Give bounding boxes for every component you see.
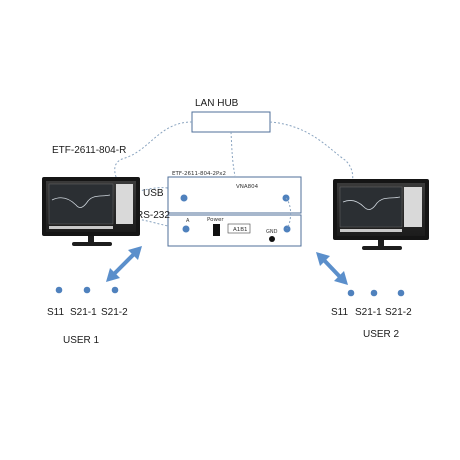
device-top-panel: [167, 176, 302, 214]
display-box: [227, 223, 251, 234]
left-monitor-base: [72, 242, 112, 246]
right-trace: [342, 196, 401, 210]
right-port-label-s21-2: S21-2: [385, 307, 412, 318]
left-monitor: [42, 177, 140, 246]
user-2-label: USER 2: [363, 329, 400, 340]
device-loop-cable: [285, 197, 292, 230]
left-station-title: ETF-2611-804-R: [52, 145, 126, 156]
rs232-label: RS-232: [136, 210, 170, 221]
left-port-dot-s21-1: [83, 286, 91, 294]
device-model-label: ETF-2611-804-2Px2: [172, 171, 226, 177]
user-1-label: USER 1: [63, 335, 100, 346]
right-monitor-base: [362, 246, 402, 250]
left-status-bar: [49, 226, 113, 229]
right-monitor: [333, 179, 429, 250]
left-monitor-neck: [88, 236, 94, 242]
right-status-bar: [340, 229, 402, 232]
gnd-terminal: [269, 236, 275, 242]
lan-cable-right: [269, 121, 354, 183]
left-port-label-s21-2: S21-2: [101, 307, 128, 318]
left-plot-area: [48, 183, 114, 225]
lan-cable-device: [230, 131, 236, 177]
display-code: A1B1: [233, 227, 248, 233]
right-port-dot-s11: [347, 289, 355, 297]
right-port-dot-s21-1: [370, 289, 378, 297]
left-port-label-s11: S11: [47, 307, 64, 318]
port-a-label: A: [186, 218, 190, 224]
port-a-dot: [182, 225, 190, 233]
lan-hub-box: [191, 111, 271, 133]
left-port-label-s21-1: S21-1: [70, 307, 97, 318]
left-trace: [51, 194, 111, 208]
gnd-label: GND: [266, 229, 278, 235]
right-port-label-s21-1: S21-1: [355, 307, 382, 318]
usb-label: USB: [143, 188, 164, 199]
right-monitor-neck: [378, 240, 384, 246]
power-label: Power: [207, 217, 224, 223]
power-switch: [213, 224, 220, 236]
right-side-panel: [404, 187, 422, 227]
lan-hub-label: LAN HUB: [195, 98, 239, 109]
right-double-arrow: [316, 252, 348, 285]
right-plot-area: [339, 186, 403, 228]
left-port-dot-s21-2: [111, 286, 119, 294]
left-double-arrow: [106, 246, 142, 282]
left-side-panel: [116, 184, 133, 224]
left-port-dot-s11: [55, 286, 63, 294]
right-port-dot-s21-2: [397, 289, 405, 297]
top-panel-port-left: [180, 194, 188, 202]
lan-cable-left: [114, 121, 193, 183]
device-top-panel-label: VNA804: [236, 184, 259, 190]
right-port-label-s11: S11: [331, 307, 348, 318]
